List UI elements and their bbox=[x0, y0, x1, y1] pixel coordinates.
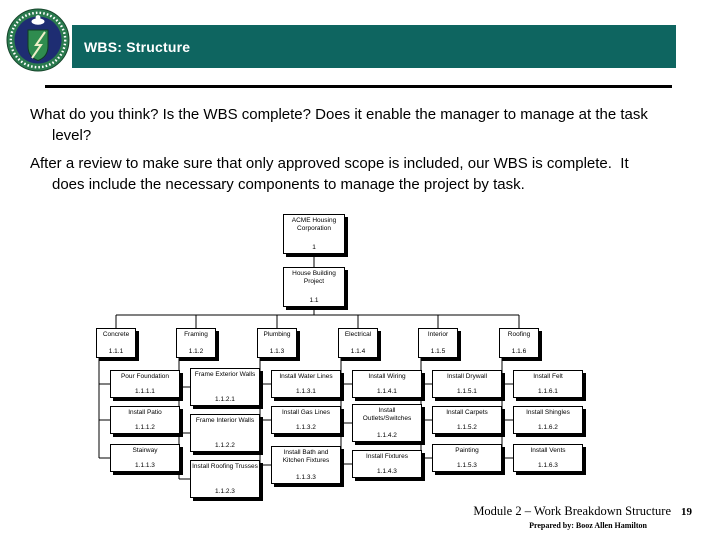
body-paragraph-1: What do you think? Is the WBS complete? … bbox=[30, 106, 648, 144]
wbs-box-frame-interior-walls: Frame Interior Walls 1.1.2.2 bbox=[190, 414, 260, 452]
wbs-box-label: ACME Housing Corporation bbox=[291, 217, 337, 232]
wbs-box-install-felt: Install Felt 1.1.6.1 bbox=[513, 370, 583, 398]
wbs-box-code: 1.1.3.1 bbox=[296, 387, 316, 395]
wbs-box-install-vents: Install Vents 1.1.6.3 bbox=[513, 444, 583, 472]
wbs-box-stairway: Stairway 1.1.1.3 bbox=[110, 444, 180, 472]
footer-page-number: 19 bbox=[681, 506, 692, 518]
wbs-box-label: Install Shingles bbox=[526, 409, 570, 416]
wbs-box-code: 1.1.5 bbox=[430, 347, 446, 355]
body-paragraph-2: After a review to make sure that only ap… bbox=[30, 155, 629, 193]
wbs-box-code: 1.1.5.2 bbox=[457, 423, 477, 431]
wbs-box-install-patio: Install Patio 1.1.1.2 bbox=[110, 406, 180, 434]
wbs-box-code: 1.1.1.1 bbox=[135, 387, 155, 395]
wbs-box-code: 1.1.2.3 bbox=[215, 487, 235, 495]
wbs-box-code: 1.1.3.2 bbox=[296, 423, 316, 431]
page-title: WBS: Structure bbox=[84, 38, 191, 55]
wbs-box-interior: Interior 1.1.5 bbox=[418, 328, 458, 358]
wbs-box-concrete: Concrete 1.1.1 bbox=[96, 328, 136, 358]
wbs-box-code: 1.1.4.1 bbox=[377, 387, 397, 395]
wbs-box-code: 1.1.2.1 bbox=[215, 395, 235, 403]
title-underline bbox=[45, 85, 672, 88]
wbs-box-label: Framing bbox=[184, 331, 208, 338]
wbs-box-label: Frame Exterior Walls bbox=[194, 371, 256, 378]
wbs-box-label: Install Patio bbox=[128, 409, 162, 416]
wbs-box-roofing: Roofing 1.1.6 bbox=[499, 328, 539, 358]
wbs-box-install-bath-kitchen-fixtures: Install Bath and Kitchen Fixtures 1.1.3.… bbox=[271, 446, 341, 484]
footer-module-text: Module 2 – Work Breakdown Structure bbox=[473, 504, 671, 518]
wbs-box-label: Electrical bbox=[344, 331, 372, 338]
wbs-box-label: Concrete bbox=[102, 331, 130, 338]
wbs-box-install-wiring: Install Wiring 1.1.4.1 bbox=[352, 370, 422, 398]
wbs-box-code: 1.1.6.1 bbox=[538, 387, 558, 395]
wbs-box-label: Interior bbox=[427, 331, 449, 338]
wbs-box-project: House Building Project 1.1 bbox=[283, 267, 345, 307]
wbs-box-code: 1.1.2.2 bbox=[215, 441, 235, 449]
wbs-box-install-outlets-switches: Install Outlets/Switches 1.1.4.2 bbox=[352, 404, 422, 442]
wbs-box-electrical: Electrical 1.1.4 bbox=[338, 328, 378, 358]
wbs-box-plumbing: Plumbing 1.1.3 bbox=[257, 328, 297, 358]
wbs-box-label: Install Wiring bbox=[368, 373, 406, 380]
wbs-box-install-fixtures: Install Fixtures 1.1.4.3 bbox=[352, 450, 422, 478]
wbs-box-install-shingles: Install Shingles 1.1.6.2 bbox=[513, 406, 583, 434]
doe-seal-icon bbox=[6, 8, 70, 72]
wbs-box-label: Install Carpets bbox=[446, 409, 488, 416]
wbs-box-label: Install Fixtures bbox=[366, 453, 408, 460]
wbs-box-code: 1.1.1.2 bbox=[135, 423, 155, 431]
wbs-box-label: Install Water Lines bbox=[279, 373, 333, 380]
wbs-box-code: 1.1.4.3 bbox=[377, 467, 397, 475]
header-bar: WBS: Structure bbox=[72, 25, 676, 68]
wbs-box-label: Frame Interior Walls bbox=[195, 417, 255, 424]
wbs-box-code: 1.1.6.2 bbox=[538, 423, 558, 431]
wbs-box-painting: Painting 1.1.5.3 bbox=[432, 444, 502, 472]
wbs-box-install-water-lines: Install Water Lines 1.1.3.1 bbox=[271, 370, 341, 398]
wbs-box-code: 1.1.6 bbox=[511, 347, 527, 355]
body-text: What do you think? Is the WBS complete? … bbox=[30, 104, 662, 202]
wbs-box-label: Stairway bbox=[132, 447, 158, 454]
wbs-box-code: 1.1 bbox=[309, 296, 319, 304]
wbs-box-code: 1 bbox=[312, 243, 316, 251]
wbs-box-pour-foundation: Pour Foundation 1.1.1.1 bbox=[110, 370, 180, 398]
wbs-box-install-drywall: Install Drywall 1.1.5.1 bbox=[432, 370, 502, 398]
wbs-box-label: Install Bath and Kitchen Fixtures bbox=[282, 449, 330, 464]
wbs-box-code: 1.1.4.2 bbox=[377, 431, 397, 439]
slide-footer: Module 2 – Work Breakdown Structure 19 P… bbox=[473, 504, 692, 530]
wbs-box-label: Install Outlets/Switches bbox=[362, 407, 412, 422]
wbs-box-code: 1.1.4 bbox=[350, 347, 366, 355]
wbs-box-label: Painting bbox=[455, 447, 479, 454]
wbs-box-install-gas-lines: Install Gas Lines 1.1.3.2 bbox=[271, 406, 341, 434]
wbs-box-code: 1.1.2 bbox=[188, 347, 204, 355]
wbs-box-code: 1.1.1 bbox=[108, 347, 124, 355]
wbs-box-label: Roofing bbox=[507, 331, 531, 338]
wbs-box-label: Install Drywall bbox=[446, 373, 488, 380]
wbs-box-label: Plumbing bbox=[263, 331, 291, 338]
wbs-box-code: 1.1.3.3 bbox=[296, 473, 316, 481]
wbs-box-install-roofing-trusses: Install Roofing Trusses 1.1.2.3 bbox=[190, 460, 260, 498]
wbs-box-code: 1.1.6.3 bbox=[538, 461, 558, 469]
wbs-box-install-carpets: Install Carpets 1.1.5.2 bbox=[432, 406, 502, 434]
wbs-box-label: Install Felt bbox=[533, 373, 563, 380]
footer-prepared-by: Prepared by: Booz Allen Hamilton bbox=[529, 521, 647, 530]
wbs-box-frame-exterior-walls: Frame Exterior Walls 1.1.2.1 bbox=[190, 368, 260, 406]
wbs-box-root: ACME Housing Corporation 1 bbox=[283, 214, 345, 254]
wbs-box-label: House Building Project bbox=[292, 270, 336, 285]
wbs-box-code: 1.1.5.1 bbox=[457, 387, 477, 395]
wbs-box-label: Pour Foundation bbox=[120, 373, 170, 380]
wbs-box-label: Install Roofing Trusses bbox=[192, 463, 258, 470]
wbs-box-framing: Framing 1.1.2 bbox=[176, 328, 216, 358]
wbs-box-label: Install Gas Lines bbox=[281, 409, 331, 416]
wbs-box-code: 1.1.1.3 bbox=[135, 461, 155, 469]
wbs-box-code: 1.1.5.3 bbox=[457, 461, 477, 469]
wbs-box-code: 1.1.3 bbox=[269, 347, 285, 355]
wbs-box-label: Install Vents bbox=[530, 447, 566, 454]
